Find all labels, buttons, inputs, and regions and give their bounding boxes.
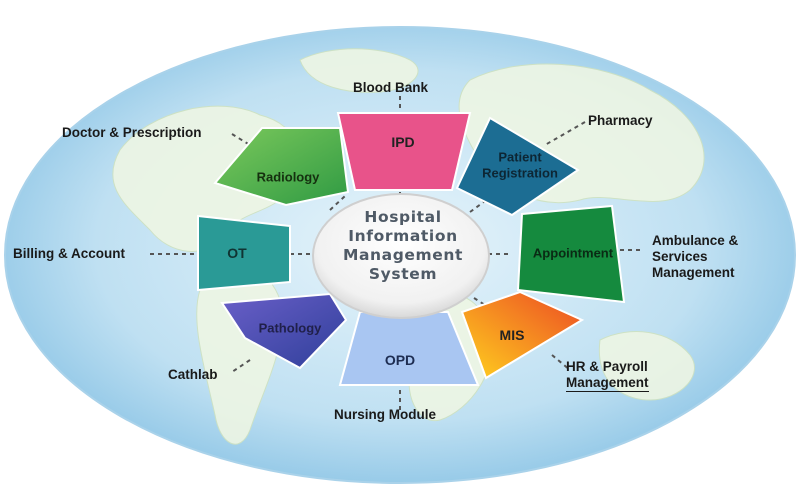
- center-circle: [312, 193, 490, 319]
- center-title-line-2: Information: [348, 227, 458, 245]
- segment-radiology-label: Radiology: [257, 170, 321, 185]
- segment-appointment-label: Appointment: [533, 246, 614, 261]
- label-doctor-prescription: Doctor & Prescription: [62, 125, 202, 140]
- segment-radiology: Radiology: [213, 127, 350, 207]
- center-title: Hospital Information Management System: [318, 208, 488, 284]
- segment-mis-label: MIS: [500, 327, 525, 343]
- label-cathlab: Cathlab: [168, 367, 218, 382]
- segment-appointment-shape: [516, 204, 626, 304]
- label-blood-bank: Blood Bank: [353, 80, 429, 95]
- center-title-line-1: Hospital: [364, 208, 442, 226]
- segment-ot: OT: [197, 214, 291, 292]
- segment-patient-registration-shape: [455, 116, 580, 217]
- label-ambulance-line-3: Management: [652, 265, 735, 280]
- label-ambulance-line-1: Ambulance &: [652, 233, 739, 248]
- label-nursing-module: Nursing Module: [334, 407, 436, 422]
- segment-patient-registration-label-line-2: Registration: [482, 166, 558, 181]
- segment-ot-label: OT: [227, 245, 247, 261]
- segment-patient-registration-label-line-1: Patient: [498, 150, 542, 165]
- segment-mis-shape: [460, 290, 585, 380]
- label-pharmacy: Pharmacy: [588, 113, 653, 128]
- segment-appointment: Appointment: [516, 204, 626, 304]
- label-hr-payroll: HR & Payroll Management: [566, 359, 649, 392]
- segment-ipd: IPD: [336, 112, 472, 191]
- label-billing-account: Billing & Account: [13, 246, 125, 261]
- segment-pathology-label: Pathology: [259, 321, 323, 336]
- center-title-line-3: Management: [342, 246, 464, 264]
- segment-mis: MIS: [460, 290, 585, 380]
- label-hr-payroll-line-1: HR & Payroll: [566, 359, 648, 374]
- segment-ipd-shape: [336, 112, 472, 191]
- label-ambulance-line-2: Services: [652, 249, 708, 264]
- segment-pathology: Pathology: [220, 292, 348, 370]
- segment-ipd-label: IPD: [391, 134, 414, 150]
- segment-pathology-shape: [220, 292, 348, 370]
- segment-opd-label: OPD: [385, 352, 415, 368]
- label-hr-payroll-line-2: Management: [566, 375, 649, 392]
- segment-ot-shape: [197, 214, 291, 292]
- label-ambulance: Ambulance & Services Management: [652, 233, 738, 281]
- center-title-line-4: System: [368, 265, 438, 283]
- segment-radiology-shape: [213, 127, 350, 207]
